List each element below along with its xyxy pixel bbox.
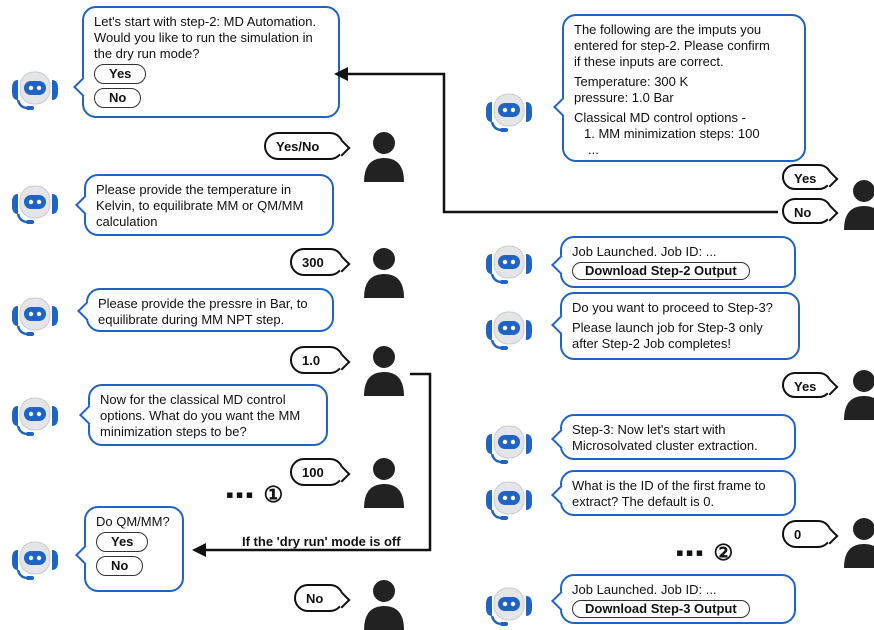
robot-icon — [480, 88, 538, 134]
user-icon — [842, 368, 874, 420]
reply-text: Yes/No — [276, 139, 320, 154]
bubble-line: if these inputs are correct. — [574, 54, 724, 69]
bubble-line: after Step-2 Job completes! — [572, 336, 731, 351]
user-icon — [842, 516, 874, 568]
bubble-line: Kelvin, to equilibrate MM or QM/MM — [96, 198, 304, 213]
bot-message-proceed-step3: Do you want to proceed to Step-3? Please… — [560, 292, 800, 360]
bubble-line: Please provide the pressre in Bar, to — [98, 296, 308, 311]
bubble-line: The following are the imputs you — [574, 22, 762, 37]
bubble-line: Do QM/MM? — [96, 514, 170, 529]
arrow-head — [192, 543, 206, 557]
bot-message-mm-steps: Now for the classical MD control options… — [88, 384, 328, 446]
robot-icon — [480, 306, 538, 352]
bubble-line: equilibrate during MM NPT step. — [98, 312, 285, 327]
bubble-line: Now for the classical MD control — [100, 392, 286, 407]
arrow-head — [334, 67, 348, 81]
bubble-line: extract? The default is 0. — [572, 494, 715, 509]
user-icon — [842, 178, 874, 230]
pressure-value: pressure: 1.0 Bar — [574, 90, 674, 105]
bubble-line: Step-3: Now let's start with — [572, 422, 726, 437]
reply-text: 1.0 — [302, 353, 321, 368]
mm-steps-value: 1. MM minimization steps: 100 — [584, 126, 760, 141]
reply-text: No — [306, 591, 324, 606]
reply-text: Yes — [794, 379, 817, 394]
reply-text: Yes — [794, 171, 817, 186]
user-reply-confirm-no: No — [782, 198, 839, 224]
bot-message-dry-run: Let's start with step-2: MD Automation. … — [82, 6, 340, 118]
user-reply-mm-steps: 100 — [290, 458, 351, 486]
robot-icon — [480, 240, 538, 286]
bubble-line: Let's start with step-2: MD Automation. — [94, 14, 317, 29]
continuation-marker-1: ▪▪▪ ① — [226, 482, 286, 507]
download-step3-button[interactable]: Download Step-3 Output — [572, 600, 750, 618]
bubble-line: the dry run mode? — [94, 46, 200, 61]
bubble-line: Do you want to proceed to Step-3? — [572, 300, 773, 315]
robot-icon — [480, 420, 538, 466]
arrow-line — [346, 72, 778, 214]
reply-text: 0 — [794, 527, 802, 542]
bubble-line: entered for step-2. Please confirm — [574, 38, 770, 53]
robot-icon — [480, 476, 538, 522]
temperature-value: Temperature: 300 K — [574, 74, 689, 89]
bot-message-step3-start: Step-3: Now let's start with Microsolvat… — [560, 414, 796, 460]
bot-message-first-frame: What is the ID of the first frame to ext… — [560, 470, 796, 516]
ellipsis: ... — [588, 142, 599, 157]
no-button[interactable]: No — [94, 88, 142, 108]
bubble-line: Microsolvated cluster extraction. — [572, 438, 758, 453]
bot-message-qmmm: Do QM/MM? Yes No — [84, 506, 184, 592]
reply-text: 300 — [302, 255, 324, 270]
bot-message-confirm-inputs: The following are the imputs you entered… — [562, 14, 806, 162]
yes-button[interactable]: Yes — [96, 532, 149, 552]
user-reply-qmmm: No — [294, 584, 351, 612]
user-reply-temperature: 300 — [290, 248, 351, 276]
reply-text: No — [794, 205, 812, 220]
bubble-line: minimization steps to be? — [100, 424, 247, 439]
bubble-line: Please provide the temperature in — [96, 182, 292, 197]
no-button[interactable]: No — [96, 556, 144, 576]
classical-options-label: Classical MD control options - — [574, 110, 746, 125]
reply-text: 100 — [302, 465, 324, 480]
job-id-text: Job Launched. Job ID: ... — [572, 244, 717, 259]
bot-message-job-launched-step3: Job Launched. Job ID: ... Download Step-… — [560, 574, 796, 624]
continuation-marker-2: ▪▪▪ ② — [676, 540, 736, 565]
user-reply-yes-no: Yes/No — [264, 132, 351, 160]
bubble-line: options. What do you want the MM — [100, 408, 301, 423]
robot-icon — [480, 582, 538, 628]
user-reply-pressure: 1.0 — [290, 346, 351, 374]
bot-message-temperature: Please provide the temperature in Kelvin… — [84, 174, 334, 236]
job-id-text: Job Launched. Job ID: ... — [572, 582, 717, 597]
arrow-line — [204, 372, 432, 552]
yes-button[interactable]: Yes — [94, 64, 147, 84]
user-reply-frame: 0 — [782, 520, 839, 548]
bubble-line: calculation — [96, 214, 158, 229]
user-reply-confirm-yes: Yes — [782, 164, 839, 190]
bot-message-pressure: Please provide the pressre in Bar, to eq… — [86, 288, 334, 332]
user-reply-proceed-yes: Yes — [782, 372, 839, 398]
bot-message-job-launched-step2: Job Launched. Job ID: ... Download Step-… — [560, 236, 796, 288]
dry-run-off-label: If the 'dry run' mode is off — [242, 534, 401, 549]
bubble-line: What is the ID of the first frame to — [572, 478, 766, 493]
bubble-line: Would you like to run the simulation in — [94, 30, 313, 45]
bubble-line: Please launch job for Step-3 only — [572, 320, 763, 335]
download-step2-button[interactable]: Download Step-2 Output — [572, 262, 750, 280]
